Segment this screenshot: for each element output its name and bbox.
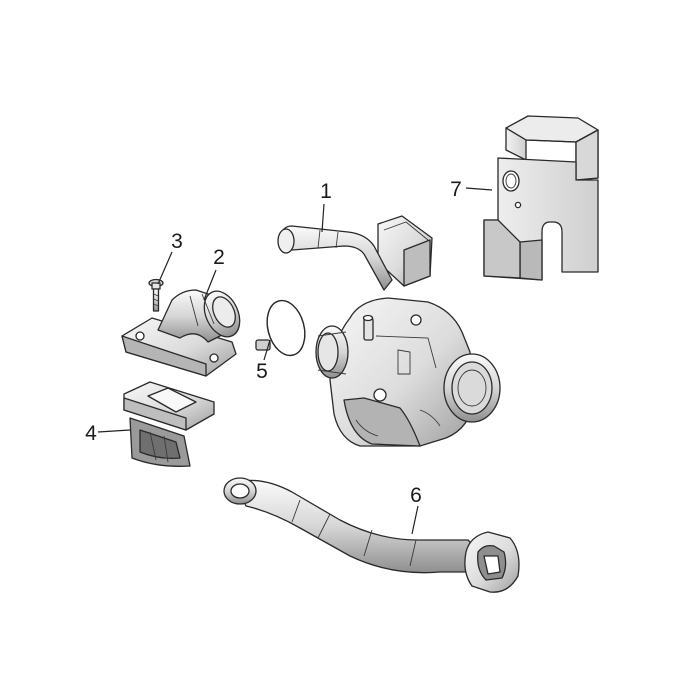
part-6-air-intake-hose	[223, 477, 520, 593]
part-4-reed-valve	[123, 381, 215, 467]
part-7-thermal-block	[483, 115, 599, 281]
callout-6: 6	[410, 484, 422, 507]
leader-3	[157, 251, 173, 285]
callout-labels: 1 2 3 4 5 6 7	[85, 178, 462, 507]
part-5-hose-clamp	[255, 299, 306, 357]
callout-4: 4	[85, 422, 97, 445]
leader-7	[465, 187, 493, 191]
callout-3: 3	[171, 230, 183, 253]
callout-5: 5	[256, 360, 268, 383]
part-3-screw	[148, 278, 164, 312]
callout-1: 1	[320, 180, 332, 203]
leader-lines	[97, 187, 493, 535]
leader-6	[411, 505, 419, 535]
leader-1	[321, 203, 325, 233]
leader-2	[203, 269, 217, 301]
leader-5	[263, 339, 271, 361]
callout-7: 7	[450, 178, 462, 201]
part-2-intake-manifold	[121, 289, 241, 377]
leader-4	[97, 429, 131, 433]
callout-2: 2	[213, 246, 225, 269]
part-1-carburetor	[277, 215, 501, 447]
